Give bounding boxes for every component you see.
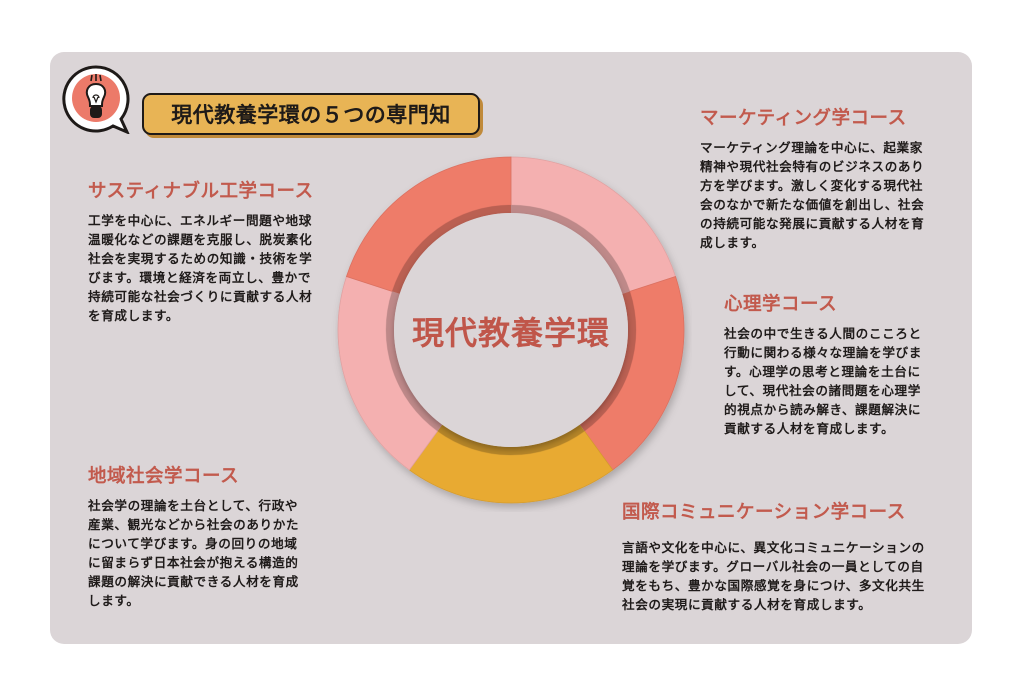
course-description: 言語や文化を中心に、異文化コミュニケーションの理論を学びます。グローバル社会の一… xyxy=(622,540,925,612)
ring-rim-regional-society xyxy=(386,291,443,432)
ring-rim-psychology xyxy=(579,291,636,432)
course-title: サスティナブル工学コース xyxy=(88,181,314,202)
ring-rim-international-communication xyxy=(437,424,585,456)
course-ring-diagram xyxy=(330,150,692,512)
lightbulb-icon xyxy=(61,64,131,135)
course-title: 地域社会学コース xyxy=(88,466,240,487)
page-title: 現代教養学環の５つの専門知 xyxy=(142,93,480,135)
course-description: 社会学の理論を土台として、行政や産業、観光などから社会のありかたについて学びます… xyxy=(88,498,300,608)
course-regional-society: 地域社会学コース 社会学の理論を土台として、行政や産業、観光などから社会のありか… xyxy=(88,462,338,610)
course-description: 工学を中心に、エネルギー問題や地球温暖化などの課題を克服し、脱炭素化社会を実現す… xyxy=(88,213,313,323)
course-title: 心理学コース xyxy=(724,294,838,315)
ring-rim-marketing xyxy=(511,205,630,294)
course-international-communication: 国際コミュニケーション学コース 言語や文化を中心に、異文化コミュニケーションの理… xyxy=(622,498,952,614)
center-title: 現代教養学環 xyxy=(411,314,610,352)
course-sustainable-engineering: サスティナブル工学コース 工学を中心に、エネルギー問題や地球温暖化などの課題を克… xyxy=(88,177,338,325)
course-description: マーケティング理論を中心に、起業家精神や現代社会特有のビジネスのあり方を学びます… xyxy=(700,140,925,250)
course-marketing: マーケティング学コース マーケティング理論を中心に、起業家精神や現代社会特有のビ… xyxy=(700,104,955,252)
course-description: 社会の中で生きる人間のこころと行動に関わる様々な理論を学びます。心理学の思考と理… xyxy=(724,326,922,436)
ring-rim-sustainable-engineering xyxy=(392,205,511,294)
course-psychology: 心理学コース 社会の中で生きる人間のこころと行動に関わる様々な理論を学びます。心… xyxy=(724,290,949,438)
course-title: 国際コミュニケーション学コース xyxy=(622,502,906,523)
course-title: マーケティング学コース xyxy=(700,108,907,129)
ring-chart xyxy=(337,156,685,504)
